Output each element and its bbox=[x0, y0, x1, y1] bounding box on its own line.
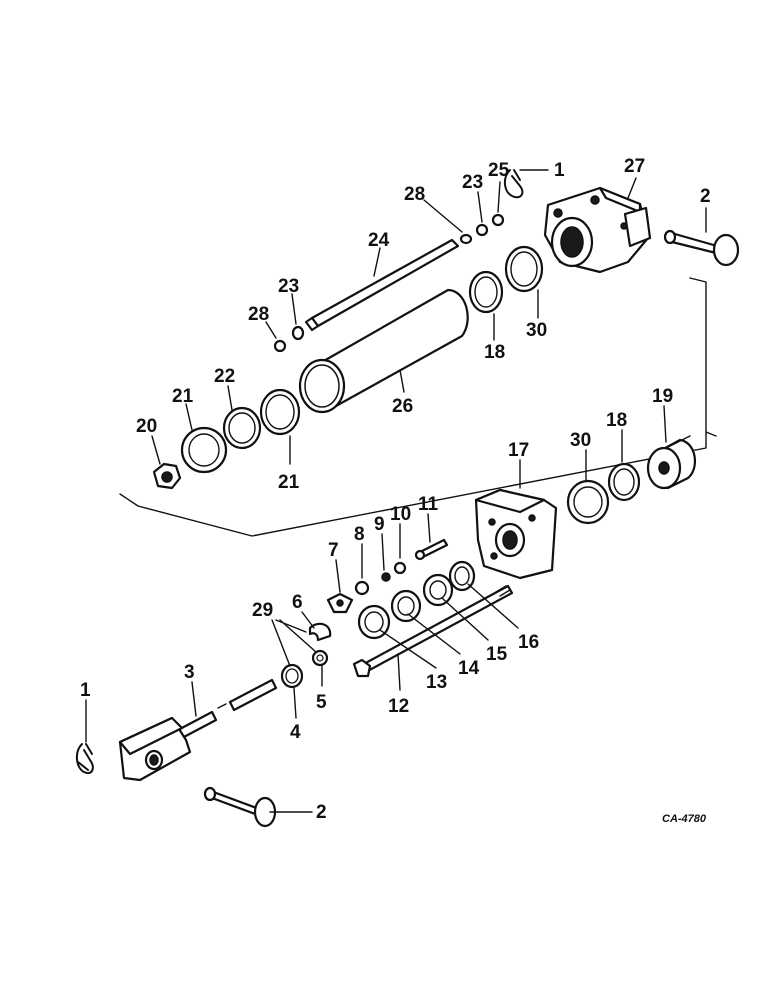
part-7-lock-washer bbox=[326, 592, 354, 614]
parts-8-9-10-small bbox=[354, 561, 407, 596]
callout-28-left: 28 bbox=[248, 304, 269, 325]
callout-30-upper: 30 bbox=[526, 320, 547, 341]
part-1-hairpin-clip-upper bbox=[504, 169, 524, 199]
callout-3: 3 bbox=[184, 662, 195, 683]
part-18-30-rings-upper bbox=[468, 245, 544, 314]
callout-7: 7 bbox=[328, 540, 339, 561]
callout-15: 15 bbox=[486, 644, 508, 665]
small-seals-left bbox=[273, 325, 305, 353]
part-20-hex-nut bbox=[152, 462, 182, 490]
drawing-code: CA-4780 bbox=[662, 813, 707, 825]
part-6-half-ring bbox=[308, 622, 332, 642]
part-30-18-rings-lower bbox=[566, 462, 641, 525]
callout-4: 4 bbox=[290, 722, 301, 743]
callout-2-upper: 2 bbox=[700, 186, 711, 207]
callout-5: 5 bbox=[316, 692, 327, 713]
callout-6: 6 bbox=[292, 592, 303, 613]
callout-29: 29 bbox=[252, 600, 273, 621]
callout-26: 26 bbox=[392, 396, 413, 417]
callout-16: 16 bbox=[518, 632, 539, 653]
callout-18-lower: 18 bbox=[606, 410, 627, 431]
callout-30-lower: 30 bbox=[570, 430, 591, 451]
callout-labels: 1 27 25 23 28 2 24 23 28 18 30 22 21 26 … bbox=[80, 156, 711, 825]
part-11-screw bbox=[414, 538, 449, 561]
part-3-rod-clevis bbox=[118, 678, 278, 782]
part-2-clevis-pin-lower bbox=[203, 786, 277, 828]
part-27-cylinder-cap bbox=[543, 186, 652, 274]
callout-23-upper: 23 bbox=[462, 172, 483, 193]
leader-lines bbox=[85, 169, 707, 813]
parts-13-16-seals bbox=[357, 560, 476, 640]
part-1-hairpin-clip-lower bbox=[76, 743, 94, 774]
upper-assembly-bracket bbox=[119, 277, 717, 537]
callout-17: 17 bbox=[508, 440, 529, 461]
part-19-piston bbox=[646, 435, 697, 490]
callout-22: 22 bbox=[214, 366, 235, 387]
part-26-cylinder-barrel bbox=[298, 288, 469, 414]
small-seals-upper bbox=[459, 213, 505, 245]
part-2-clevis-pin-upper bbox=[663, 229, 740, 267]
part-21-22-rings bbox=[180, 388, 301, 474]
callout-1-upper: 1 bbox=[554, 160, 565, 181]
callout-1-lower: 1 bbox=[80, 680, 91, 701]
callout-28-upper: 28 bbox=[404, 184, 425, 205]
part-4-ring bbox=[280, 663, 304, 689]
callout-20: 20 bbox=[136, 416, 157, 437]
callout-18-upper: 18 bbox=[484, 342, 505, 363]
part-24-tie-rod bbox=[304, 238, 460, 332]
callout-8: 8 bbox=[354, 524, 365, 545]
callout-9: 9 bbox=[374, 514, 385, 535]
callout-21-right: 21 bbox=[278, 472, 300, 493]
callout-11: 11 bbox=[418, 494, 439, 515]
callout-14: 14 bbox=[458, 658, 480, 679]
part-17-rod-end-cap bbox=[474, 488, 558, 580]
callout-10: 10 bbox=[390, 504, 411, 525]
callout-21-left: 21 bbox=[172, 386, 194, 407]
callout-25: 25 bbox=[488, 160, 510, 181]
callout-13: 13 bbox=[426, 672, 447, 693]
callout-23-left: 23 bbox=[278, 276, 299, 297]
callout-2-lower: 2 bbox=[316, 802, 327, 823]
callout-27: 27 bbox=[624, 156, 645, 177]
callout-12: 12 bbox=[388, 696, 409, 717]
callout-24: 24 bbox=[368, 230, 390, 251]
callout-19: 19 bbox=[652, 386, 673, 407]
part-5-retainer bbox=[311, 649, 329, 667]
